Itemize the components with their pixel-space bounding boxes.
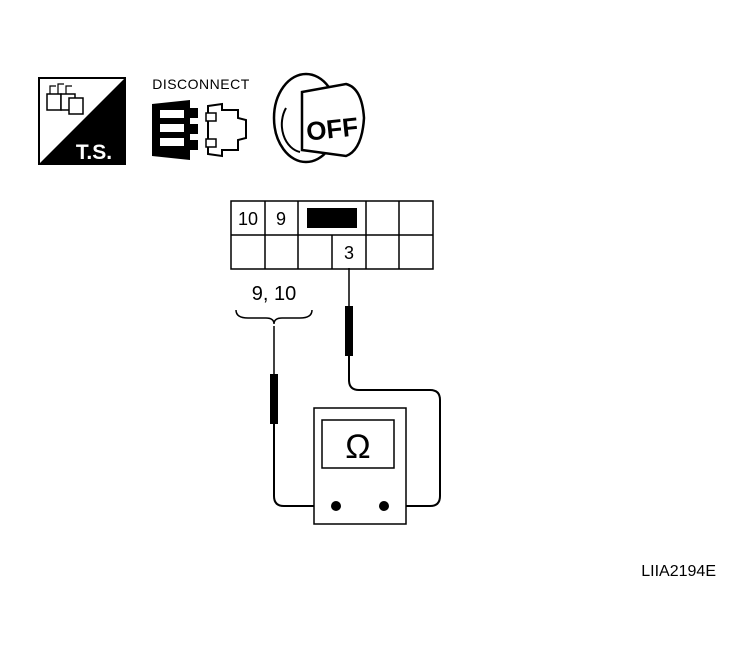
ts-label: T.S. [76, 141, 112, 164]
connector-lock-tab [307, 208, 357, 228]
lead-left [273, 424, 336, 507]
probe-right [345, 268, 353, 356]
group-brace [235, 309, 313, 325]
probe-left [270, 326, 278, 424]
lead-right [348, 356, 441, 507]
ignition-off-icon: OFF [272, 72, 366, 164]
disconnect-label: DISCONNECT [152, 76, 250, 92]
ohm-symbol: Ω [345, 428, 370, 466]
probe-group-label: 9, 10 [252, 283, 296, 305]
ignition-off-label: OFF [305, 111, 360, 146]
disconnect-icon: DISCONNECT [152, 76, 250, 160]
terminal-10-label: 10 [238, 209, 258, 229]
meter-terminal-right [379, 501, 389, 511]
figure-id: LIIA2194E [641, 563, 716, 580]
terminal-3-label: 3 [344, 243, 354, 263]
terminal-9-label: 9 [276, 209, 286, 229]
ohmmeter [313, 407, 407, 525]
meter-terminal-left [331, 501, 341, 511]
ts-icon: T.S. [38, 77, 126, 165]
connector-face [230, 200, 434, 270]
